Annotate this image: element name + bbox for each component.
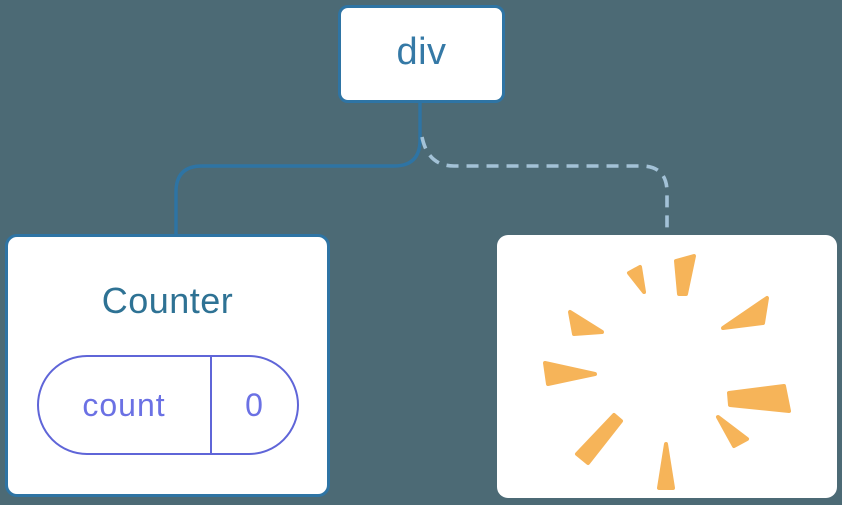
state-pill-value: 0: [209, 357, 297, 453]
poof-card: [497, 235, 837, 498]
counter-card-title: Counter: [101, 280, 234, 321]
solid-connector-line: [174, 102, 422, 235]
poof-starburst-icon: [543, 254, 791, 490]
dashed-connector-line: [420, 136, 669, 236]
state-pill: count 0: [36, 355, 299, 455]
node-div: div: [338, 5, 505, 103]
node-div-label: div: [396, 31, 447, 73]
counter-card: Counter count 0: [5, 234, 330, 497]
state-pill-key: count: [82, 386, 166, 423]
